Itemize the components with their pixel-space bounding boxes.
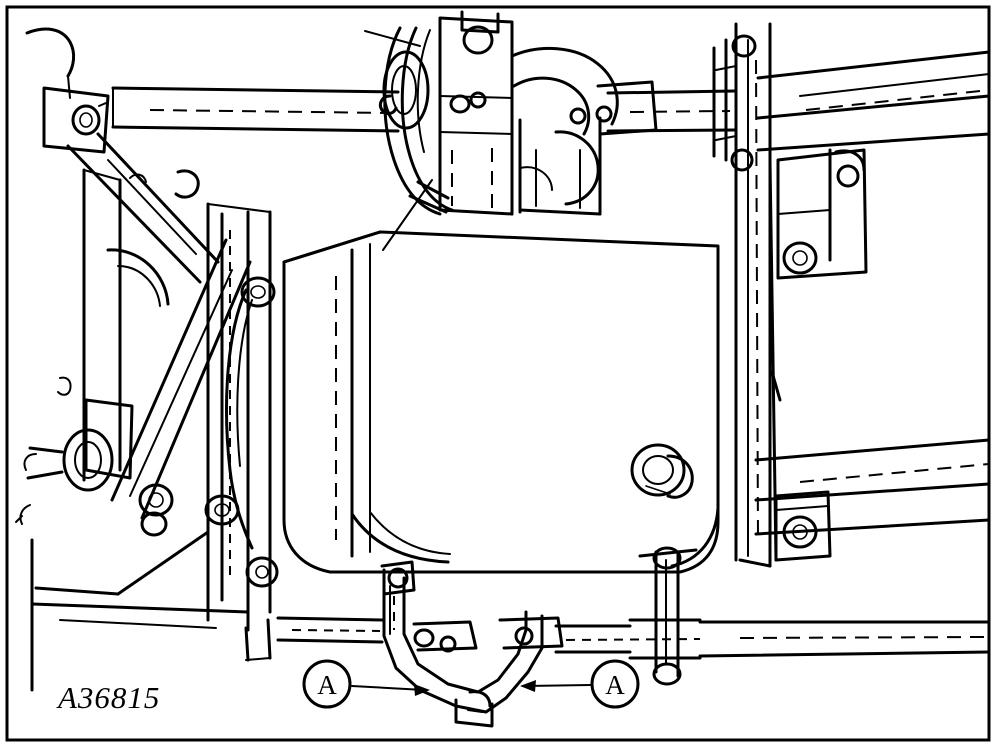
tie-rod-assembly — [276, 616, 702, 660]
leaf-spring-assembly — [110, 202, 279, 632]
lower-vertical-link — [638, 546, 698, 686]
upper-axle-tube — [111, 86, 400, 133]
axle-knuckle-block — [408, 10, 514, 216]
left-lower-bushing — [15, 428, 114, 525]
right-upper-mount-bracket — [770, 148, 868, 402]
right-spring-hanger-plate — [712, 22, 778, 568]
u-bolt-clamp-yoke — [510, 46, 658, 216]
callout-a-left-label: A — [317, 670, 337, 700]
lower-control-arm — [380, 560, 564, 728]
right-lower-mount-bracket — [774, 490, 832, 562]
upper-right-axle-tube — [606, 89, 737, 133]
callout-a-left: A — [302, 659, 430, 709]
left-upper-hanger-bracket — [25, 27, 110, 154]
leader-lines — [364, 30, 433, 251]
left-vertical-plate — [57, 168, 170, 482]
differential-housing — [282, 230, 720, 574]
lower-left-gusset — [30, 530, 272, 692]
left-diagonal-torque-arm — [66, 132, 220, 284]
brake-drum-assembly — [378, 26, 454, 216]
callout-a-right: A — [520, 659, 640, 709]
figure-border — [5, 5, 991, 742]
callout-a-right-label: A — [605, 670, 625, 700]
figure-id-label: A36815 — [58, 680, 161, 715]
chassis-frame-rails — [698, 50, 991, 658]
